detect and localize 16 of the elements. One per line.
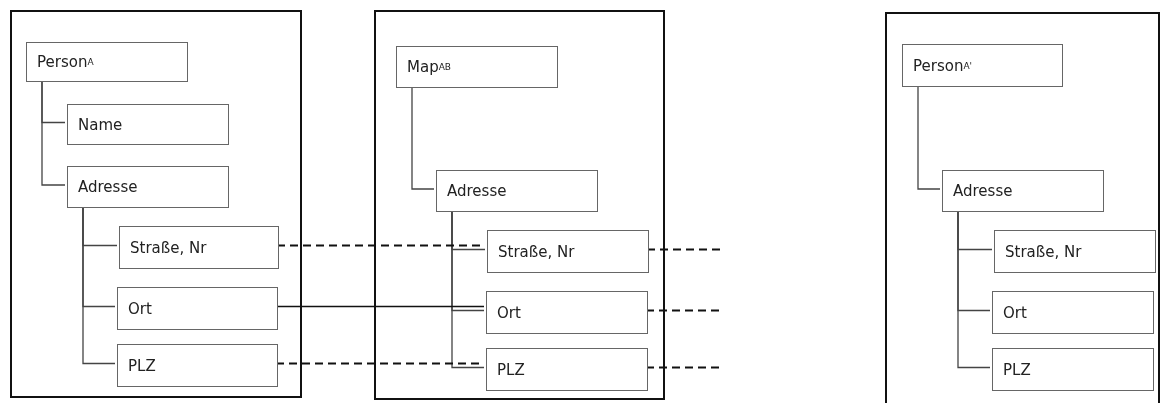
node-box: Ort (117, 287, 278, 330)
node-box: Adresse (942, 170, 1104, 212)
panel-frame (10, 10, 302, 398)
node-box: Adresse (436, 170, 598, 212)
node-box: Straße, Nr (487, 230, 649, 273)
node-box: Straße, Nr (994, 230, 1156, 273)
node-box: Adresse (67, 166, 229, 208)
node-box: PLZ (992, 348, 1154, 391)
node-box: Ort (992, 291, 1154, 334)
panel-frame (374, 10, 665, 400)
node-box: Ort (486, 291, 648, 334)
node-box: Name (67, 104, 229, 145)
node-box: Straße, Nr (119, 226, 279, 269)
node-box: PLZ (486, 348, 648, 391)
panel-frame (885, 12, 1160, 403)
node-box: PLZ (117, 344, 278, 387)
